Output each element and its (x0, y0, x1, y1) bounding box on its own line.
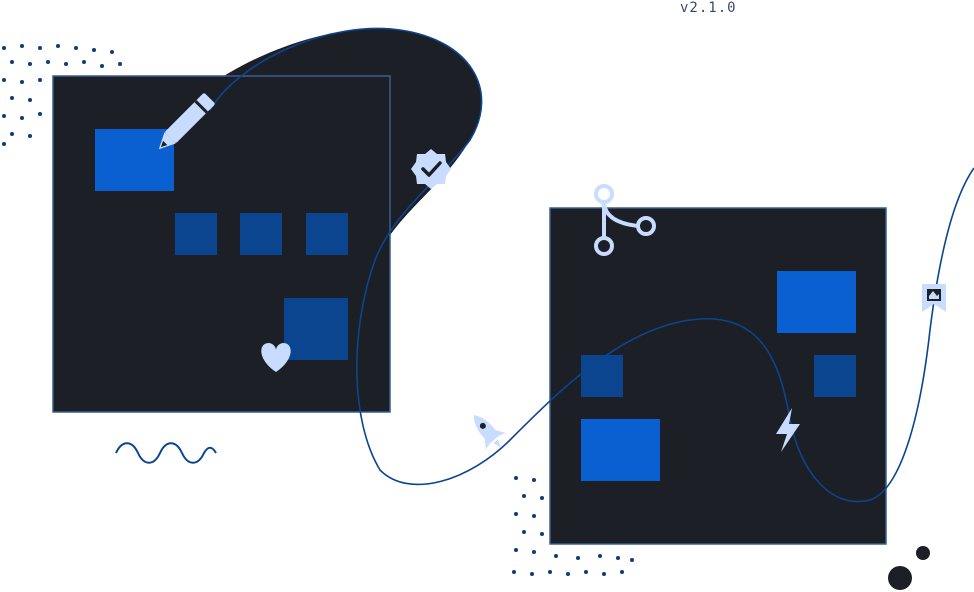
right-panel (549, 207, 887, 545)
left-panel-block-medium (284, 298, 348, 360)
bookmark-tag-icon (922, 284, 946, 312)
version-label: v2.1.0 (680, 0, 737, 16)
git-branch-icon (594, 184, 656, 256)
right-panel-block-large-bottom (581, 419, 660, 481)
decor-dot-large (888, 566, 912, 590)
verified-badge-icon (411, 149, 451, 189)
right-panel-block-small-left (581, 355, 623, 397)
right-panel-block-small-right (814, 355, 856, 397)
dot-pattern-top-left (2, 44, 122, 146)
right-panel-block-large-top (777, 271, 856, 333)
left-panel-block-small-3 (306, 213, 348, 255)
left-panel (52, 75, 391, 413)
squiggle-decoration (115, 442, 217, 464)
left-panel-block-large (95, 129, 174, 191)
rocket-icon (473, 415, 506, 450)
decor-dot-small (916, 546, 930, 560)
dot-pattern-bottom (512, 476, 634, 576)
heart-icon (261, 343, 291, 372)
left-panel-block-small-1 (175, 213, 217, 255)
connector-line (209, 27, 974, 503)
lightning-icon (776, 408, 800, 452)
left-panel-block-small-2 (240, 213, 282, 255)
